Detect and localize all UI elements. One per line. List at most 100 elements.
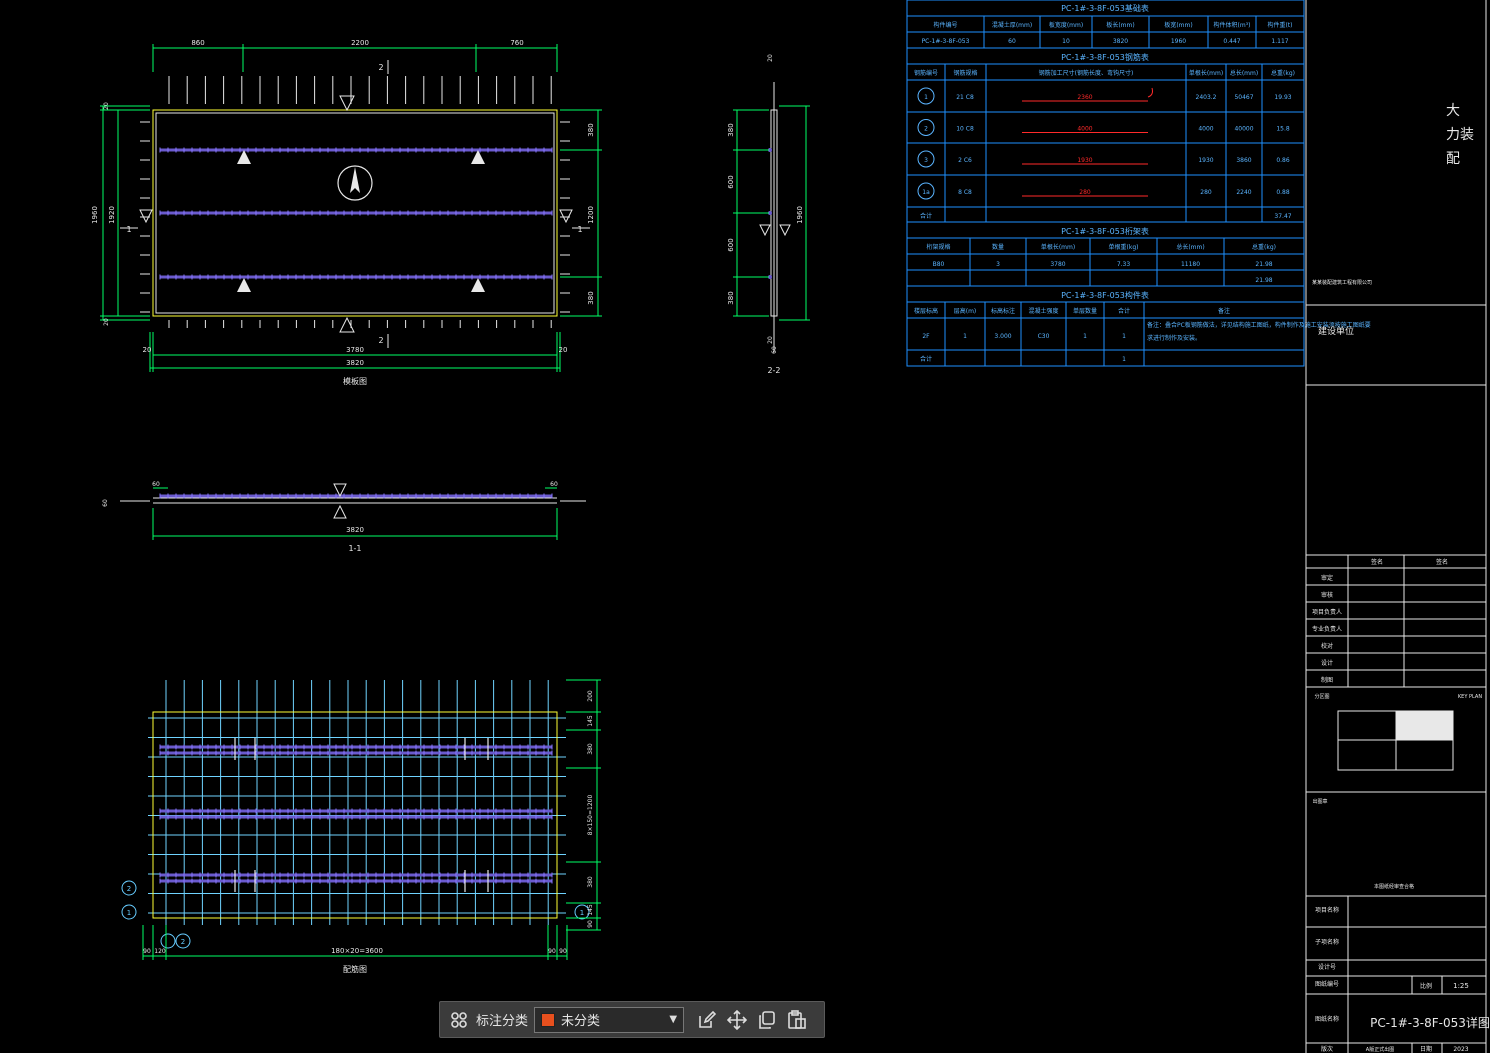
table-cell: 0.88: [1276, 189, 1290, 196]
dim-text: 380: [587, 876, 594, 888]
table-title: PC-1#-3-8F-053构件表: [1061, 290, 1149, 300]
table-header: 备注: [1218, 307, 1230, 315]
table-cell: 3860: [1236, 157, 1251, 164]
sign-row-label: 制图: [1321, 676, 1333, 684]
rebar-number-icon: [917, 119, 935, 136]
table-header: 层高(m): [954, 307, 977, 315]
table-frame: [906, 0, 1305, 367]
table-cell: 2: [924, 126, 928, 133]
keyplan-label: KEY PLAN: [1458, 694, 1482, 700]
sign-header: 签名: [1371, 558, 1383, 566]
table-cell: 21.98: [1255, 261, 1272, 268]
rebar-shape-dim: 1930: [1077, 157, 1092, 164]
dim-text: 20: [143, 346, 152, 354]
table-cell: 19.93: [1274, 94, 1291, 101]
table-header: 板长(mm): [1106, 21, 1134, 29]
table-cell: 1a: [922, 189, 930, 196]
slab-outline: [152, 109, 558, 317]
rebar-marker-icon: [160, 933, 176, 949]
dim-text: 600: [727, 238, 735, 251]
sign-header: 签名: [1436, 558, 1448, 566]
table-cell: B80: [933, 261, 945, 268]
scale-label: 比例: [1420, 982, 1432, 990]
dim-text: 20: [767, 336, 774, 344]
stamp-label: 出图章: [1312, 798, 1327, 805]
table-cell: 合计: [920, 355, 932, 363]
section-mark-icon: [339, 95, 355, 112]
category-select[interactable]: 未分类 ▼: [534, 1006, 685, 1033]
dim-text: 380: [587, 743, 594, 755]
rebar-marker-icon: [175, 933, 191, 949]
dim-text: 380: [587, 123, 595, 136]
table-header: 单层数量: [1073, 307, 1097, 315]
dim-text: 380: [727, 291, 735, 304]
table-header: 混凝土厚(mm): [992, 21, 1032, 29]
section-mark-icon: [333, 483, 347, 498]
view-caption: 模板图: [343, 376, 367, 386]
sign-row-label: 校对: [1321, 642, 1333, 650]
lifting-point-icon: [471, 278, 485, 292]
scale-value: 1:25: [1453, 982, 1469, 990]
copy-icon[interactable]: [754, 1007, 780, 1033]
build-unit-label: 建设单位: [1318, 325, 1354, 337]
footer-label: 日期: [1420, 1045, 1432, 1053]
table-header: 楼层标高: [914, 307, 938, 315]
drawing-name-label: 图纸名称: [1315, 1015, 1339, 1023]
keyplan-label: 分区图: [1314, 693, 1329, 700]
table-header: 合计: [1118, 307, 1130, 315]
dim-text: 60: [152, 481, 160, 488]
dim-text: 1920: [108, 206, 116, 224]
dim-text: 3780: [346, 346, 364, 354]
table-cell: 0.86: [1276, 157, 1290, 164]
dim-text: 60: [102, 499, 109, 507]
dim-text: 3820: [346, 359, 364, 367]
dim-text: 600: [727, 175, 735, 188]
category-color-swatch: [541, 1012, 556, 1027]
rebar-marker-icon: [574, 904, 590, 920]
table-cell: 7.33: [1117, 261, 1131, 268]
table-cell: 280: [1200, 189, 1212, 196]
dim-text: 145: [587, 904, 594, 916]
dim-text: 180×20=3600: [331, 947, 383, 955]
rebar-dot: [768, 211, 772, 215]
dim-text: 860: [191, 39, 204, 47]
dim-text: 200: [587, 690, 594, 702]
table-cell: 2403.2: [1196, 94, 1217, 101]
paste-icon[interactable]: [784, 1007, 810, 1033]
grid-apps-icon[interactable]: [446, 1007, 472, 1033]
section-mark-icon: [759, 224, 771, 237]
table-cell: 40000: [1234, 126, 1253, 133]
dim-text: 20: [103, 318, 110, 326]
edit-icon[interactable]: [694, 1007, 720, 1033]
table-cell: 10: [1062, 38, 1070, 45]
table-header: 总长(mm): [1230, 69, 1258, 77]
dim-text: 145: [587, 715, 594, 727]
dim-text: 90: [587, 920, 594, 928]
footer-label: A版正式出图: [1366, 1046, 1394, 1053]
schedule-tables: PC-1#-3-8F-053基础表构件编号混凝土厚(mm)板宽度(mm)板长(m…: [906, 0, 1371, 367]
drawing-name: PC-1#-3-8F-053详图: [1370, 1015, 1490, 1030]
rebar-hook: [1147, 87, 1153, 98]
table-header: 混凝土强度: [1028, 307, 1058, 315]
dim-text: 1200: [587, 206, 595, 224]
table-header: 板宽度(mm): [1049, 21, 1083, 29]
table-cell: 21.98: [1255, 277, 1272, 284]
dim-text: 2200: [351, 39, 369, 47]
table-header: 总重(kg): [1271, 69, 1295, 77]
section-mark-icon: [139, 209, 153, 224]
rebar-shape-dim: 4000: [1077, 126, 1092, 133]
table-cell: 3780: [1050, 261, 1065, 268]
dim-text: 8×150=1200: [587, 795, 594, 836]
dim-text: 760: [510, 39, 523, 47]
dim-text: 380: [727, 123, 735, 136]
move-icon[interactable]: [724, 1007, 750, 1033]
dim-text: 380: [587, 291, 595, 304]
annotation-toolbar: 标注分类 未分类 ▼: [439, 1001, 825, 1038]
table-cell: 37.47: [1274, 213, 1291, 220]
table-cell: 21 C8: [956, 94, 974, 101]
table-header: 钢筋加工尺寸(钢筋长度、弯钩尺寸): [1039, 69, 1134, 77]
table-cell: 1: [1122, 333, 1126, 340]
